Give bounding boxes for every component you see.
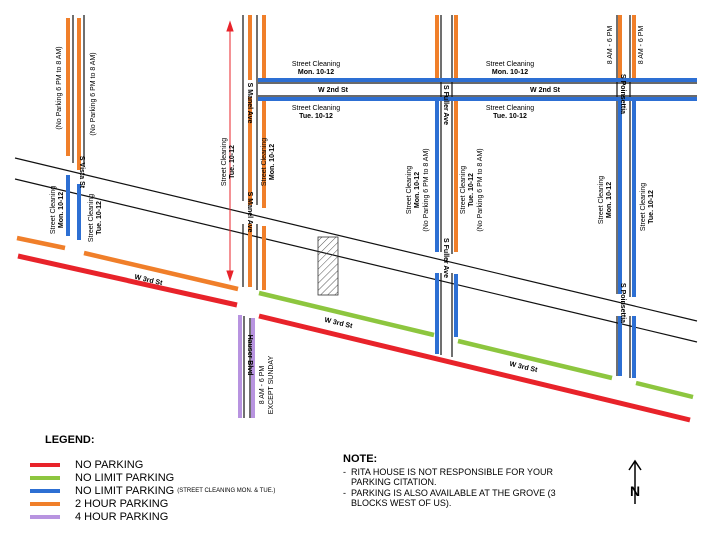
- fuller-west-no-parking: (No Parking 6 PM to 8 AM): [423, 148, 430, 231]
- poinsettia-west-cleaning: Street Cleaning: [598, 176, 605, 224]
- legend-swatch: [30, 514, 60, 519]
- annotations-manel: Street Cleaning Tue. 10-12 Street Cleani…: [221, 138, 276, 186]
- legend-item: NO LIMIT PARKING(STREET CLEANING MON. & …: [30, 484, 330, 497]
- road-w3rd-outline: [14, 157, 698, 343]
- street-fuller-a: S Fuller Ave: [442, 85, 449, 125]
- manel-west-cleaning: Street Cleaning: [221, 138, 228, 186]
- annotations-poinsettia: 8 AM - 6 PM 8 AM - 6 PM Street Cleaning …: [598, 26, 655, 232]
- hauser-except-sunday: EXCEPT SUNDAY: [268, 355, 275, 414]
- fuller-west-cleaning: Street Cleaning: [406, 166, 413, 214]
- legend-item: 4 HOUR PARKING: [30, 510, 330, 523]
- segment-no-limit-w3rd-c: [635, 380, 694, 400]
- vista-west-cleaning: Street Cleaning: [50, 186, 57, 234]
- poinsettia-west-day: Mon. 10-12: [606, 182, 613, 218]
- legend-swatch: [30, 475, 60, 480]
- street-hauser: Hauser Blvd: [246, 335, 253, 376]
- street-manel-b: S Manel Ave: [246, 192, 253, 233]
- note-item: -RITA HOUSE IS NOT RESPONSIBLE FOR YOUR …: [343, 467, 573, 487]
- annotations-w2nd: Street Cleaning Mon. 10-12 Street Cleani…: [292, 61, 534, 120]
- street-fuller-b: S Fuller Ave: [442, 238, 449, 278]
- segment-2hr-w3rd-mid: [83, 250, 239, 292]
- legend-label: NO PARKING: [75, 458, 144, 471]
- segment-2hr-w3rd-west: [16, 235, 66, 251]
- vista-east-cleaning: Street Cleaning: [88, 194, 95, 242]
- vista-east-no-parking: (No Parking 6 PM to 8 AM): [90, 52, 97, 135]
- segment-no-limit-w3rd-a: [258, 290, 435, 338]
- north-label: N: [630, 483, 640, 499]
- note-title: NOTE:: [343, 453, 378, 465]
- annotations-hauser: 8 AM - 6 PM EXCEPT SUNDAY: [259, 355, 275, 414]
- note-item: -PARKING IS ALSO AVAILABLE AT THE GROVE …: [343, 488, 573, 508]
- hatched-lot: [317, 236, 339, 296]
- street-vista: S Vista St: [78, 156, 85, 189]
- legend-swatch: [30, 488, 60, 493]
- note-bullet: -: [343, 488, 346, 498]
- segment-no-parking-w3rd-west: [17, 253, 238, 308]
- w2nd-b-south-cleaning: Street Cleaning: [486, 105, 534, 112]
- street-poinsettia-b: S Poinsettia: [619, 283, 626, 323]
- legend-label: NO LIMIT PARKING: [75, 471, 175, 484]
- w2nd-a-north-cleaning: Street Cleaning: [292, 61, 340, 68]
- vista-east-day: Tue. 10-12: [96, 201, 103, 235]
- legend-label: 4 HOUR PARKING: [75, 510, 169, 523]
- annotations-fuller: Street Cleaning Mon. 10-12 (No Parking 6…: [406, 148, 484, 231]
- w2nd-b-north-day: Mon. 10-12: [492, 69, 528, 76]
- manel-west-day: Tue. 10-12: [229, 145, 236, 179]
- note-text: PARKING IS ALSO AVAILABLE AT THE GROVE (…: [351, 488, 556, 508]
- legend-item: 2 HOUR PARKING: [30, 497, 330, 510]
- manel-east-cleaning: Street Cleaning: [261, 138, 268, 186]
- street-manel-a: S Manel Ave: [246, 83, 253, 124]
- w2nd-b-north-cleaning: Street Cleaning: [486, 61, 534, 68]
- note-items: -RITA HOUSE IS NOT RESPONSIBLE FOR YOUR …: [343, 467, 573, 508]
- street-names: W 2nd St W 2nd St W 3rd St W 3rd St W 3r…: [78, 74, 626, 375]
- street-w2nd-a: W 2nd St: [318, 87, 349, 94]
- fuller-east-day: Tue. 10-12: [468, 173, 475, 207]
- poinsettia-east-hours: 8 AM - 6 PM: [638, 26, 645, 65]
- street-w2nd-b: W 2nd St: [530, 87, 561, 94]
- w2nd-b-south-day: Tue. 10-12: [493, 113, 527, 120]
- legend-title: LEGEND:: [45, 434, 95, 446]
- w2nd-a-north-day: Mon. 10-12: [298, 69, 334, 76]
- note-text: RITA HOUSE IS NOT RESPONSIBLE FOR YOUR P…: [351, 467, 554, 487]
- street-poinsettia-a: S Poinsettia: [619, 74, 626, 114]
- street-w3rd-c: W 3rd St: [509, 361, 539, 374]
- poinsettia-east-day: Tue. 10-12: [648, 190, 655, 224]
- fuller-east-cleaning: Street Cleaning: [460, 166, 467, 214]
- hauser-hours: 8 AM - 6 PM: [259, 366, 266, 405]
- note: NOTE: -RITA HOUSE IS NOT RESPONSIBLE FOR…: [343, 453, 573, 509]
- poinsettia-east-cleaning: Street Cleaning: [640, 183, 647, 231]
- legend-label: NO LIMIT PARKING: [75, 484, 175, 497]
- legend-item: NO LIMIT PARKING: [30, 471, 330, 484]
- w2nd-a-south-cleaning: Street Cleaning: [292, 105, 340, 112]
- segment-no-parking-w3rd-south: [258, 313, 691, 423]
- legend-swatch: [30, 501, 60, 506]
- legend-item: NO PARKING: [30, 458, 330, 471]
- street-w3rd-b: W 3rd St: [324, 317, 354, 330]
- parking-segments: [16, 15, 697, 423]
- legend-label: 2 HOUR PARKING: [75, 497, 169, 510]
- road-vertical-outlines: [72, 15, 631, 378]
- vista-west-day: Mon. 10-12: [58, 192, 65, 228]
- manel-east-day: Mon. 10-12: [269, 144, 276, 180]
- fuller-west-day: Mon. 10-12: [414, 172, 421, 208]
- road-w2nd-outline: [258, 82, 697, 97]
- vista-west-no-parking: (No Parking 6 PM to 8 AM): [56, 46, 63, 129]
- cleaning-span-arrow: [226, 20, 234, 282]
- annotations-vista: (No Parking 6 PM to 8 AM) (No Parking 6 …: [50, 46, 103, 242]
- legend-swatch: [30, 462, 60, 467]
- segment-no-limit-w3rd-b: [457, 338, 613, 381]
- north-arrow-icon: N: [628, 459, 642, 504]
- road-hauser-outline: [243, 316, 251, 418]
- w2nd-a-south-day: Tue. 10-12: [299, 113, 333, 120]
- poinsettia-west-hours: 8 AM - 6 PM: [607, 26, 614, 65]
- note-bullet: -: [343, 467, 346, 477]
- fuller-east-no-parking: (No Parking 6 PM to 8 AM): [477, 148, 484, 231]
- legend-note: (STREET CLEANING MON. & TUE.): [177, 487, 276, 494]
